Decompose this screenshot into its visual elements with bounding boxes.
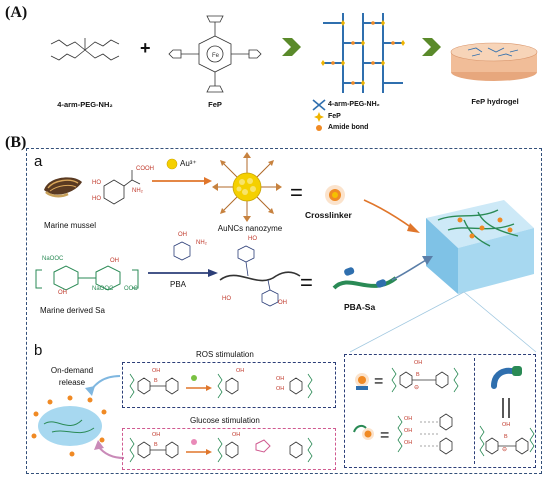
ros-oh-2: OH — [236, 368, 245, 374]
glucose-oh-2: OH — [232, 432, 241, 438]
panel-a-label: (A) — [5, 4, 28, 21]
pba-sa-icon — [332, 267, 398, 290]
bond-detail-2: = — [353, 413, 453, 455]
ester-minus: ⊖ — [502, 447, 508, 453]
hydrogel-disc-icon — [450, 42, 538, 81]
legend-amide-label: Amide bond — [328, 124, 369, 131]
ester-b: B — [504, 434, 508, 440]
sa-ooc: OOC — [124, 286, 138, 292]
release-hydrogel-icon — [31, 395, 107, 457]
sub-b-label: b — [34, 342, 43, 359]
release-label-1: On-demand — [50, 366, 94, 375]
arrow-to-nanozyme — [152, 177, 212, 185]
bond-detail-box — [344, 354, 536, 468]
equals-1: = — [290, 180, 303, 205]
bond-detail-1: = — [355, 367, 459, 393]
peg-structure — [50, 38, 120, 61]
glucose-label: Glucose stimulation — [190, 416, 260, 425]
bond-detail-divider — [474, 358, 475, 464]
legend-fep-label: FeP — [328, 113, 341, 120]
pba-structure — [173, 241, 191, 261]
crosslinker-label: Crosslinker — [305, 210, 352, 220]
nanozyme-icon — [212, 152, 282, 222]
pba-sa-oh2: OH — [278, 300, 287, 306]
svg-text:=: = — [374, 373, 383, 390]
dopa-structure — [103, 170, 141, 205]
ros-oh-1: OH — [152, 368, 161, 374]
pba-sa-ho2: HO — [222, 296, 231, 302]
hbond-oh-1: OH — [404, 416, 413, 422]
pba-oh: OH — [178, 232, 187, 238]
hbond-oh-3: OH — [404, 440, 413, 446]
sa-label: Marine derived Sa — [40, 306, 105, 315]
glucose-scheme — [129, 437, 313, 463]
ros-oh-4: OH — [276, 386, 285, 392]
mussel-icon — [44, 177, 82, 198]
zoom-lines — [349, 291, 537, 353]
dopa-cooh: COOH — [136, 166, 154, 172]
svg-text:=: = — [380, 427, 389, 444]
sa-structure — [35, 265, 139, 291]
pba-bond-icon — [491, 366, 522, 389]
panel-b-frame — [26, 148, 542, 474]
ester-oh: OH — [502, 422, 511, 428]
chevron-right-icon — [282, 38, 301, 56]
ros-label: ROS stimulation — [196, 350, 254, 359]
nanozyme-label: AuNCs nanozyme — [217, 224, 283, 233]
release-label-2: release — [58, 378, 86, 387]
reactant-1-label: 4-arm-PEG-NH₂ — [57, 100, 113, 109]
au-label: Au³⁺ — [180, 159, 197, 168]
reactant-2-label: FeP — [208, 100, 222, 109]
ros-b-1: B — [154, 378, 158, 384]
mussel-label: Marine mussel — [44, 221, 97, 230]
fep-structure: Fe — [168, 15, 262, 93]
pba-nh2: NH₂ — [196, 240, 207, 246]
chevron-right-icon-2 — [422, 38, 441, 56]
legend-peg-icon — [312, 99, 326, 111]
glucose-box — [122, 428, 336, 470]
arrow-to-hydrogel-1 — [363, 199, 420, 233]
ros-return-arrow — [85, 375, 121, 396]
svg-text:Fe: Fe — [212, 53, 220, 59]
boronate-ester-structure — [479, 425, 535, 457]
panel-b-label: (B) — [5, 134, 27, 151]
legend-amide-icon — [316, 125, 322, 131]
legend-peg-label: 4-arm-PEG-NH₂ — [328, 101, 380, 108]
dopa-nh2: NH₂ — [132, 188, 143, 194]
hydrogel-block-icon — [426, 200, 534, 294]
bond-minus: ⊖ — [414, 385, 420, 391]
pba-reagent-label: PBA — [170, 280, 187, 289]
dopa-ho2: HO — [92, 196, 101, 202]
hbond-oh-2: OH — [404, 428, 413, 434]
sa-oh-2: OH — [110, 258, 119, 264]
peg-network — [321, 13, 405, 93]
pba-sa-polymer — [219, 245, 301, 307]
pba-arrow — [148, 269, 218, 277]
double-bar-icon — [502, 398, 510, 418]
glucose-return-arrow — [94, 440, 125, 459]
pba-sa-label: PBA-Sa — [344, 302, 376, 312]
equals-2: = — [300, 270, 313, 295]
glucose-b-1: B — [154, 442, 158, 448]
product-label: FeP hydrogel — [471, 97, 519, 106]
bond-b: B — [416, 372, 420, 378]
crosslinker-icon — [325, 185, 345, 205]
au-ion-icon — [166, 158, 178, 170]
sa-naooc-2: NaOOC — [92, 286, 114, 292]
legend-fep-icon — [314, 112, 324, 122]
sa-naooc-1: NaOOC — [42, 256, 64, 262]
ros-box — [122, 362, 336, 408]
sa-oh-1: OH — [58, 290, 67, 296]
ros-scheme — [129, 373, 313, 399]
sub-a-label: a — [34, 153, 43, 170]
ros-oh-3: OH — [276, 376, 285, 382]
glucose-oh-1: OH — [152, 432, 161, 438]
bond-oh: OH — [414, 360, 423, 366]
pba-sa-ho: HO — [248, 236, 257, 242]
plus-sign: + — [140, 38, 151, 58]
dopa-ho1: HO — [92, 180, 101, 186]
arrow-to-hydrogel-2 — [391, 256, 433, 281]
